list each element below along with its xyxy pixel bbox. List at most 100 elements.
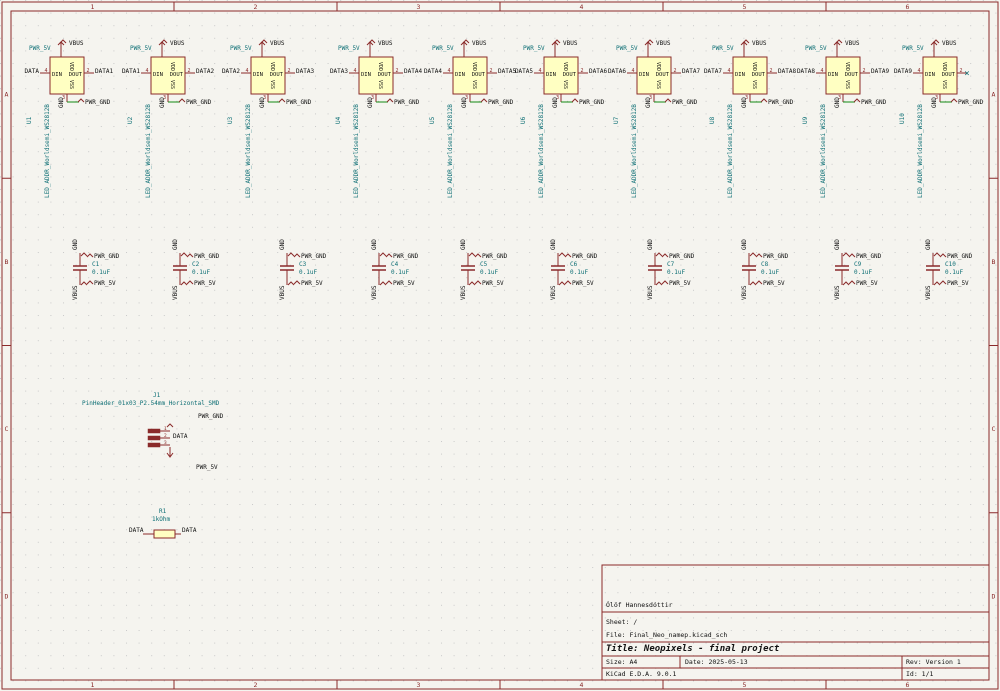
data-in-label: DATA4	[424, 68, 442, 75]
cap-pwr-gnd-flag	[564, 253, 572, 258]
cap-vbus-label: VBUS	[550, 285, 557, 300]
column-label-bottom: 5	[743, 681, 747, 689]
column-label-bottom: 1	[91, 681, 95, 689]
pwr-gnd-flag	[571, 98, 579, 103]
cap-pwr5v-flag	[755, 280, 763, 285]
data-in-label: DATA5	[515, 68, 533, 75]
row-label-right: C	[992, 425, 996, 433]
dout-pin-number: 2	[862, 68, 865, 74]
pwr-gnd-label: PWR_GND	[186, 99, 212, 106]
cap-pwr-gnd-label: PWR_GND	[947, 253, 973, 260]
pwr-gnd-flag	[480, 98, 488, 103]
cap-pwr-gnd-label: PWR_GND	[194, 253, 220, 260]
data-in-label: DATA7	[704, 68, 722, 75]
cap-pwr5v-label: PWR_5V	[482, 280, 504, 287]
cap-pwr5v-flag	[939, 280, 947, 285]
gnd-label: GND	[259, 97, 266, 108]
cap-reference: C1	[92, 261, 100, 268]
dout-pin-number: 2	[86, 68, 89, 74]
pwr-gnd-flag	[278, 98, 286, 103]
cap-pwr-gnd-label: PWR_GND	[572, 253, 598, 260]
vbus-flag	[160, 39, 168, 44]
title-tool: KiCad E.D.A. 9.0.1	[606, 670, 677, 678]
cap-pwr5v-flag	[661, 280, 669, 285]
cap-pwr-gnd-flag	[293, 253, 301, 258]
column-label-bottom: 3	[417, 681, 421, 689]
din-pin-name: DIN	[639, 72, 649, 78]
vss-pin-number: 3	[745, 95, 748, 101]
dout-pin-name: DOUT	[563, 72, 577, 78]
led-body	[250, 56, 286, 95]
vss-pin-number: 3	[556, 95, 559, 101]
title-file: File: Final_Neo_namep.kicad_sch	[606, 631, 727, 639]
cap-gnd-flag	[287, 252, 295, 257]
column-label-top: 5	[743, 3, 747, 11]
vss-pin-name: VSS	[751, 80, 757, 89]
vss-pin-name: VSS	[269, 80, 275, 89]
dout-pin-number: 2	[187, 68, 190, 74]
no-connect-mark: ×	[964, 69, 969, 79]
data-out-label: DATA1	[95, 68, 113, 75]
cap-pwr-gnd-flag	[848, 253, 856, 258]
cap-value: 0.1uF	[299, 269, 317, 276]
cap-pwr5v-flag	[293, 280, 301, 285]
vss-pin-name: VSS	[68, 80, 74, 89]
cap-vbus-label: VBUS	[172, 285, 179, 300]
din-pin-name: DIN	[153, 72, 163, 78]
led-value: LED_ADDR_Worldsemi_WS2812B	[245, 104, 252, 198]
vss-pin-number: 3	[163, 95, 166, 101]
cap-gnd-label: GND	[279, 239, 286, 250]
vbus-flag	[462, 39, 470, 44]
din-pin-number: 4	[820, 68, 823, 74]
vdd-pin-name: VDD	[169, 62, 175, 71]
title-text: Title: Neopixels - final project	[606, 643, 780, 654]
cap-gnd-flag	[655, 252, 663, 257]
din-pin-name: DIN	[828, 72, 838, 78]
cap-pwr5v-label: PWR_5V	[856, 280, 878, 287]
din-pin-number: 4	[447, 68, 450, 74]
dout-pin-name: DOUT	[752, 72, 766, 78]
cap-vbus-flag	[842, 281, 850, 286]
vss-pin-number: 3	[465, 95, 468, 101]
gnd-label: GND	[552, 97, 559, 108]
led-reference: U4	[335, 116, 342, 124]
led-body	[49, 56, 85, 95]
led-reference: U7	[613, 116, 620, 124]
pwr5v-label: PWR_5V	[338, 45, 360, 52]
cap-vbus-label: VBUS	[460, 285, 467, 300]
gnd-label: GND	[58, 97, 65, 108]
dout-pin-number: 2	[673, 68, 676, 74]
header-value: PinHeader_01x03_P2.54mm_Horizontal_SMD	[82, 400, 220, 407]
vss-pin-number: 3	[62, 95, 65, 101]
cap-vbus-flag	[180, 281, 188, 286]
title-block: Ólöf Hannesdóttir Sheet: / File: Final_N…	[601, 564, 990, 681]
cap-value: 0.1uF	[761, 269, 779, 276]
pwr5v-label: PWR_5V	[432, 45, 454, 52]
vdd-pin-name: VDD	[562, 62, 568, 71]
data-out-label: DATA3	[296, 68, 314, 75]
cap-gnd-label: GND	[371, 239, 378, 250]
cap-reference: C6	[570, 261, 578, 268]
row-label-right: A	[992, 91, 996, 99]
vdd-pin-name: VDD	[68, 62, 74, 71]
cap-pwr-gnd-label: PWR_GND	[669, 253, 695, 260]
pwr-gnd-label: PWR_GND	[958, 99, 984, 106]
cap-pwr-gnd-flag	[385, 253, 393, 258]
cap-pwr-gnd-flag	[755, 253, 763, 258]
header-pin-body	[147, 428, 161, 434]
dout-pin-name: DOUT	[472, 72, 486, 78]
cap-reference: C8	[761, 261, 769, 268]
din-pin-name: DIN	[52, 72, 62, 78]
gnd-label: GND	[741, 97, 748, 108]
cap-vbus-label: VBUS	[834, 285, 841, 300]
title-size: Size: A4	[606, 658, 637, 666]
led-value: LED_ADDR_Worldsemi_WS2812B	[917, 104, 924, 198]
din-pin-name: DIN	[925, 72, 935, 78]
din-pin-number: 4	[631, 68, 634, 74]
data-in-label: DATA2	[222, 68, 240, 75]
cap-gnd-flag	[933, 252, 941, 257]
